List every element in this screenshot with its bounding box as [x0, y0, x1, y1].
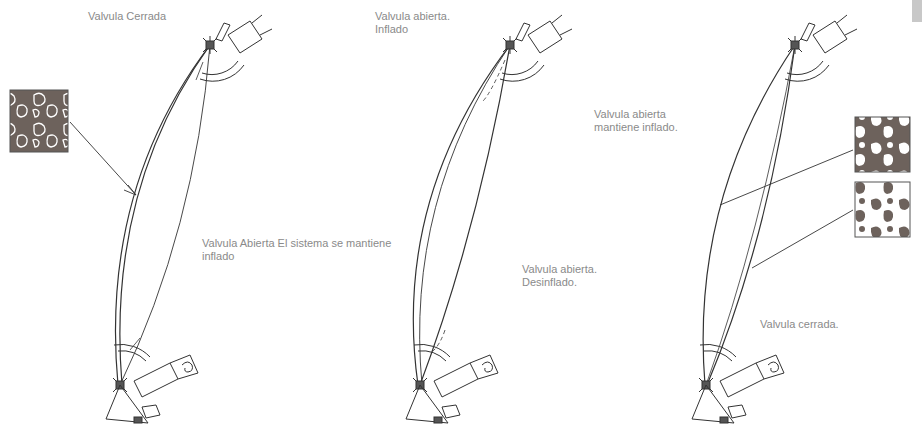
inflatable-arch: [703, 45, 795, 385]
texture-sample: [855, 117, 910, 172]
caption-note: Valvula Cerrada: [88, 10, 228, 23]
leader-arrow: [124, 185, 136, 195]
page-edge: [912, 0, 922, 22]
leader-line: [752, 210, 853, 268]
texture-sample: [10, 90, 68, 152]
caption-note: Valvula Abierta El sistema se mantiene i…: [202, 237, 392, 263]
top-valve: [500, 15, 572, 81]
caption-note: Valvula cerrada.: [760, 318, 870, 331]
inflatable-arch: [413, 45, 510, 385]
texture-sample: [855, 182, 910, 237]
caption-note: Valvula abierta. Desinflado.: [522, 263, 622, 289]
bottom-valve: [406, 344, 498, 423]
inflatable-arch: [115, 45, 210, 385]
leader-line: [70, 122, 136, 195]
top-valve: [785, 15, 857, 81]
leader-line: [720, 150, 853, 205]
bottom-valve: [692, 344, 784, 423]
caption-note: Valvula abierta mantiene inflado.: [594, 108, 712, 134]
bottom-valve: [106, 344, 198, 423]
top-valve: [200, 15, 272, 81]
caption-note: Valvula abierta. Inflado: [375, 10, 470, 36]
